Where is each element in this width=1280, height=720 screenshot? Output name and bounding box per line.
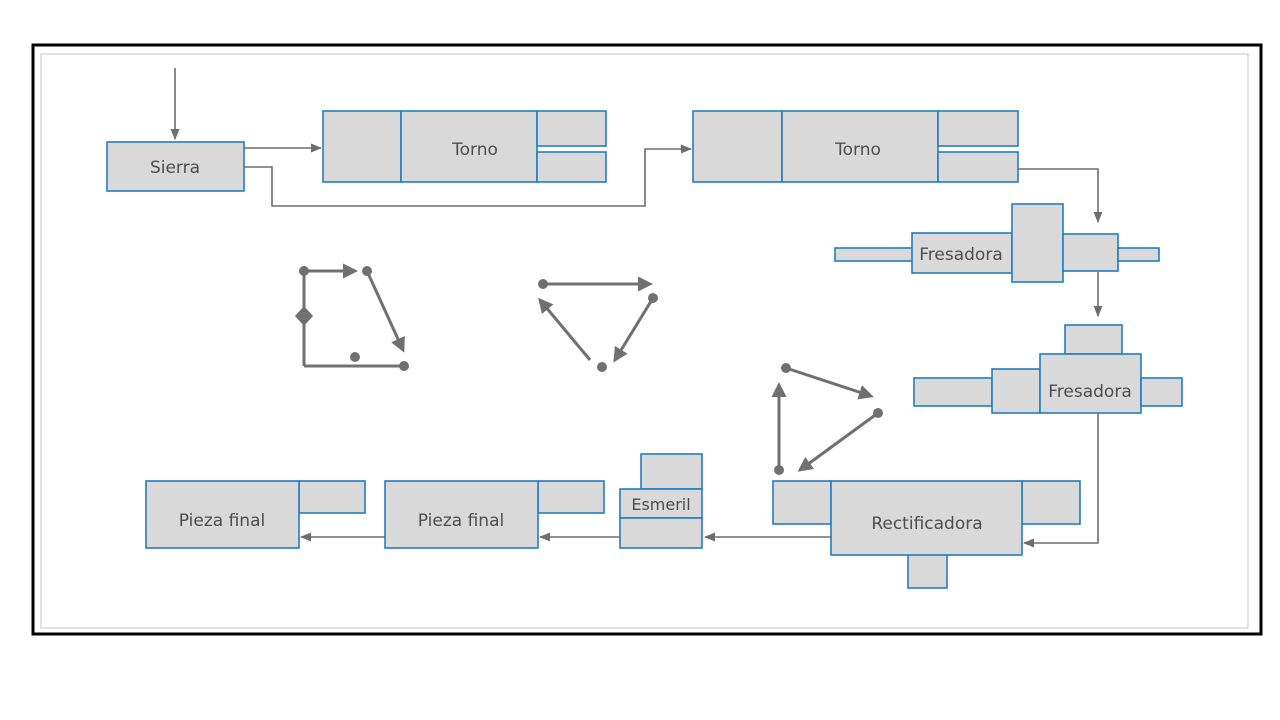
movement-square-icon	[295, 263, 409, 371]
flow-fresadora2-rectificadora	[1022, 413, 1099, 548]
movement-triangle-icon	[538, 276, 658, 372]
torno-label-2: Torno	[834, 140, 881, 160]
rectificadora-machine: Rectificadora	[772, 480, 1081, 589]
fresadora-machine-1: Fresadora	[834, 203, 1160, 283]
sierra-machine: Sierra	[106, 141, 245, 192]
fresadora-label-1: Fresadora	[919, 245, 1003, 265]
pieza-final-label-1: Pieza final	[179, 511, 265, 531]
flow-sierra-torno2	[244, 144, 693, 207]
inner-frame	[40, 53, 1249, 629]
fresadora-machine-2: Fresadora	[913, 324, 1183, 414]
fresadora-label-2: Fresadora	[1048, 382, 1132, 402]
torno-machine-2: Torno	[692, 110, 1019, 183]
sierra-label: Sierra	[150, 158, 200, 178]
torno-label-1: Torno	[451, 140, 498, 160]
movement-triangle-icon-2	[771, 363, 883, 475]
esmeril-label: Esmeril	[631, 495, 690, 514]
torno-machine-1: Torno	[322, 110, 607, 183]
flow-torno2-fresadora1	[1018, 168, 1103, 224]
pieza-final-machine-1: Pieza final	[145, 480, 366, 549]
pieza-final-machine-2: Pieza final	[384, 480, 605, 549]
esmeril-machine: Esmeril	[619, 453, 703, 549]
rectificadora-label: Rectificadora	[871, 514, 982, 534]
pieza-final-label-2: Pieza final	[418, 511, 504, 531]
